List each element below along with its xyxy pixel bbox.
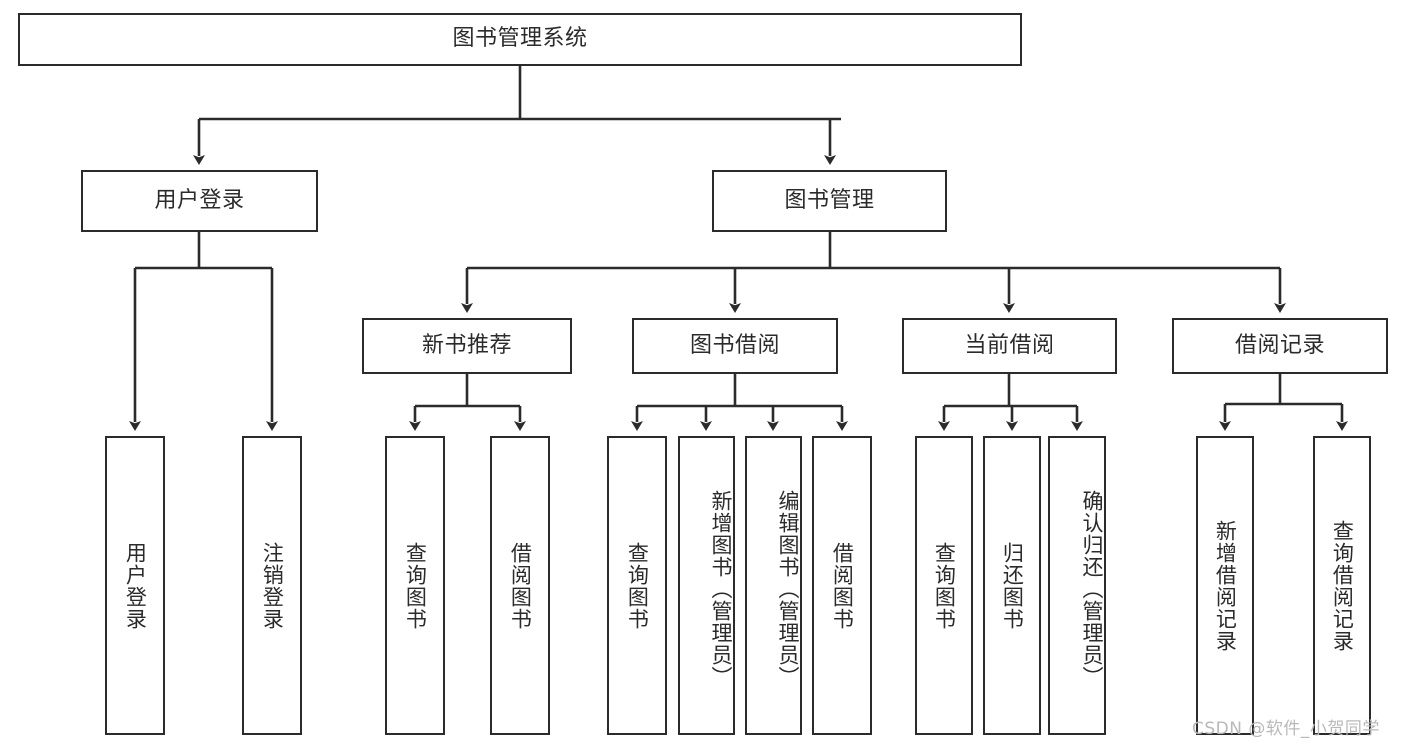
- node-user-login[interactable]: 用户登录: [81, 170, 318, 232]
- node-root-book-management-system[interactable]: 图书管理系统: [18, 13, 1022, 66]
- node-leaf-borrow-book-borrow[interactable]: 借阅图书: [812, 436, 872, 735]
- node-current-borrow[interactable]: 当前借阅: [902, 318, 1117, 374]
- node-leaf-query-book-borrow[interactable]: 查询图书: [607, 436, 667, 735]
- node-leaf-add-book-admin[interactable]: 新增图书（管理员）: [678, 436, 735, 735]
- node-leaf-user-login[interactable]: 用户登录: [105, 436, 165, 735]
- node-leaf-add-borrow-record[interactable]: 新增借阅记录: [1196, 436, 1254, 735]
- node-leaf-query-book-current[interactable]: 查询图书: [915, 436, 973, 735]
- node-leaf-query-borrow-record[interactable]: 查询借阅记录: [1313, 436, 1371, 735]
- node-leaf-logout-login[interactable]: 注销登录: [242, 436, 302, 735]
- node-leaf-confirm-return-admin[interactable]: 确认归还（管理员）: [1048, 436, 1106, 735]
- node-leaf-query-book-recommend[interactable]: 查询图书: [385, 436, 445, 735]
- node-leaf-borrow-book-recommend[interactable]: 借阅图书: [490, 436, 550, 735]
- node-leaf-edit-book-admin[interactable]: 编辑图书（管理员）: [745, 436, 802, 735]
- node-book-management[interactable]: 图书管理: [712, 170, 947, 232]
- node-borrow-record[interactable]: 借阅记录: [1172, 318, 1388, 374]
- node-book-borrow[interactable]: 图书借阅: [632, 318, 838, 374]
- csdn-watermark: CSDN @软件_小贺同学: [1192, 719, 1380, 739]
- node-leaf-return-book[interactable]: 归还图书: [983, 436, 1041, 735]
- node-new-book-recommend[interactable]: 新书推荐: [362, 318, 572, 374]
